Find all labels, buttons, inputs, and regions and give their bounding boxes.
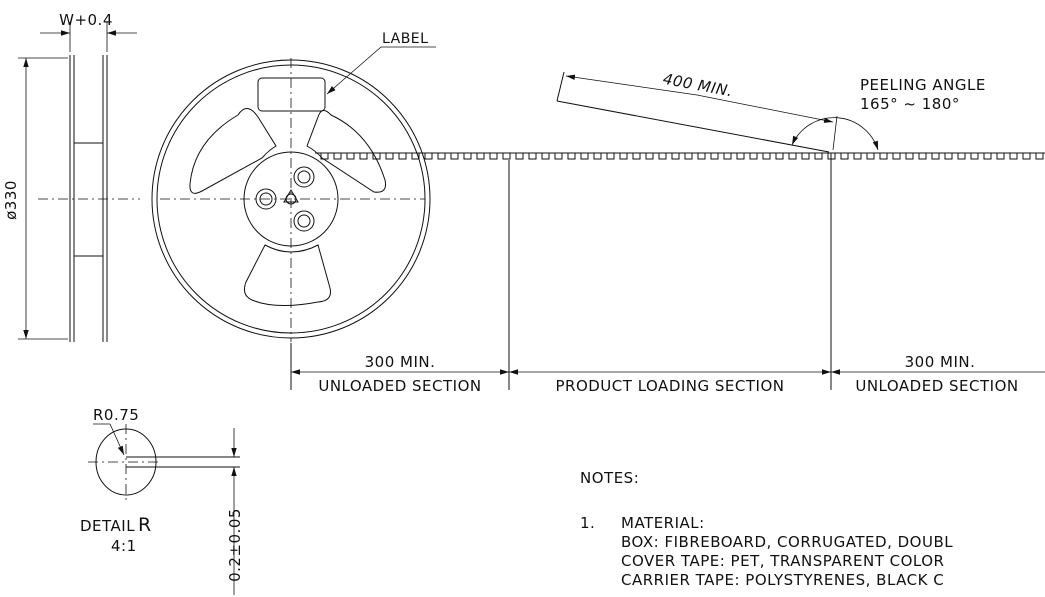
note-line: CARRIER TAPE: POLYSTYRENES, BLACK C	[621, 571, 944, 589]
section-label: PRODUCT LOADING SECTION	[555, 377, 784, 395]
leader-dimension: 400 MIN.	[661, 70, 734, 101]
detail-r: R0.75 0.2±0.05 DETAIL R 4:1	[80, 406, 244, 595]
section-label: UNLOADED SECTION	[855, 377, 1018, 395]
note-number: 1.	[580, 514, 595, 532]
label-area	[257, 77, 326, 112]
reel-window	[244, 244, 331, 307]
peeling-angle-title: PEELING ANGLE	[860, 76, 986, 94]
section-dimension: 300 MIN.	[365, 353, 436, 371]
peeling-angle-value: 165° ~ 180°	[860, 95, 960, 113]
note-line: BOX: FIBREBOARD, CORRUGATED, DOUBL	[621, 533, 953, 551]
notes-heading: NOTES:	[580, 469, 639, 487]
reel-window	[189, 108, 277, 194]
note-line: COVER TAPE: PET, TRANSPARENT COLOR	[621, 552, 944, 570]
diameter-dimension: ø330	[2, 180, 20, 220]
notes: NOTES: 1. MATERIAL: BOX: FIBREBOARD, COR…	[580, 469, 953, 589]
reel-window	[306, 110, 386, 193]
width-dimension: W+0.4	[59, 11, 113, 29]
detail-title: DETAIL	[80, 517, 135, 535]
carrier-tape: 300 MIN. UNLOADED SECTION PRODUCT LOADIN…	[290, 152, 1045, 395]
radius-callout: R0.75	[93, 406, 139, 424]
cover-tape-leader: 400 MIN. PEELING ANGLE 165° ~ 180°	[556, 70, 986, 153]
detail-scale: 4:1	[111, 537, 137, 555]
note-title: MATERIAL:	[621, 514, 705, 532]
reel-front-view: LABEL	[151, 31, 436, 342]
section-dimension: 300 MIN.	[905, 353, 976, 371]
detail-letter: R	[138, 514, 151, 536]
section-label: UNLOADED SECTION	[318, 377, 481, 395]
thickness-dimension: 0.2±0.05	[226, 508, 244, 582]
reel-side-view: W+0.4 ø330	[2, 11, 140, 342]
label-callout: LABEL	[382, 31, 428, 47]
